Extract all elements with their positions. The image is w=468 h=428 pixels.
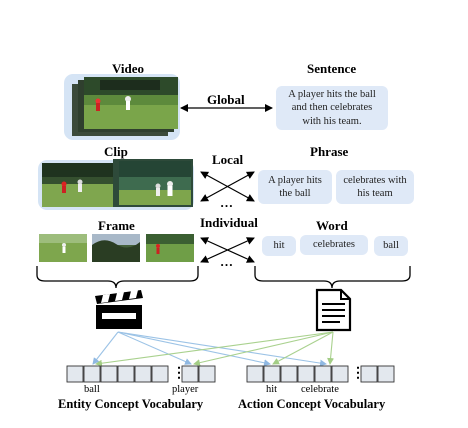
individual-label: Individual	[200, 215, 258, 230]
entity-vocabulary-cells	[66, 365, 216, 383]
phrase-bubble-2: celebrates with his team	[336, 170, 414, 204]
sentence-title: Sentence	[307, 61, 357, 76]
clip-thumbnails	[42, 159, 193, 207]
action-vocabulary-cells	[246, 365, 395, 383]
right-brace	[254, 266, 411, 289]
action-word-hit: hit	[266, 384, 278, 395]
phrase-title: Phrase	[310, 144, 349, 159]
action-word-celebrate: celebrate	[301, 384, 339, 395]
local-cross-arrows	[200, 171, 255, 202]
left-brace	[36, 266, 199, 289]
individual-cross-arrows	[200, 237, 255, 263]
phrase-bubble-1: A player hits the ball	[258, 170, 332, 204]
video-concept-links	[92, 331, 327, 367]
word-bubble-hit: hit	[262, 236, 296, 256]
text-concept-links	[95, 331, 335, 367]
video-title: Video	[112, 61, 145, 76]
global-label: Global	[207, 92, 245, 107]
clip-title: Clip	[104, 144, 128, 159]
action-vocab-ellipsis: ⋮	[351, 366, 365, 381]
frame-thumbnails	[39, 234, 194, 262]
local-ellipsis: …	[220, 195, 233, 210]
clapperboard-icon	[95, 290, 143, 329]
action-vocabulary-title: Action Concept Vocabulary	[238, 397, 386, 411]
sentence-bubble: A player hits the ball and then celebrat…	[276, 86, 388, 130]
individual-ellipsis: …	[220, 254, 233, 269]
word-bubble-ball: ball	[374, 236, 408, 256]
entity-word-ball: ball	[84, 384, 100, 395]
entity-word-player: player	[172, 384, 199, 395]
word-bubble-celebrates: celebrates	[300, 235, 368, 255]
local-label: Local	[212, 152, 244, 167]
frame-title: Frame	[98, 218, 135, 233]
word-title: Word	[316, 218, 348, 233]
document-icon	[315, 288, 352, 332]
video-frames	[72, 77, 178, 136]
entity-vocabulary-title: Entity Concept Vocabulary	[58, 397, 204, 411]
entity-vocab-ellipsis: ⋮	[172, 366, 186, 381]
